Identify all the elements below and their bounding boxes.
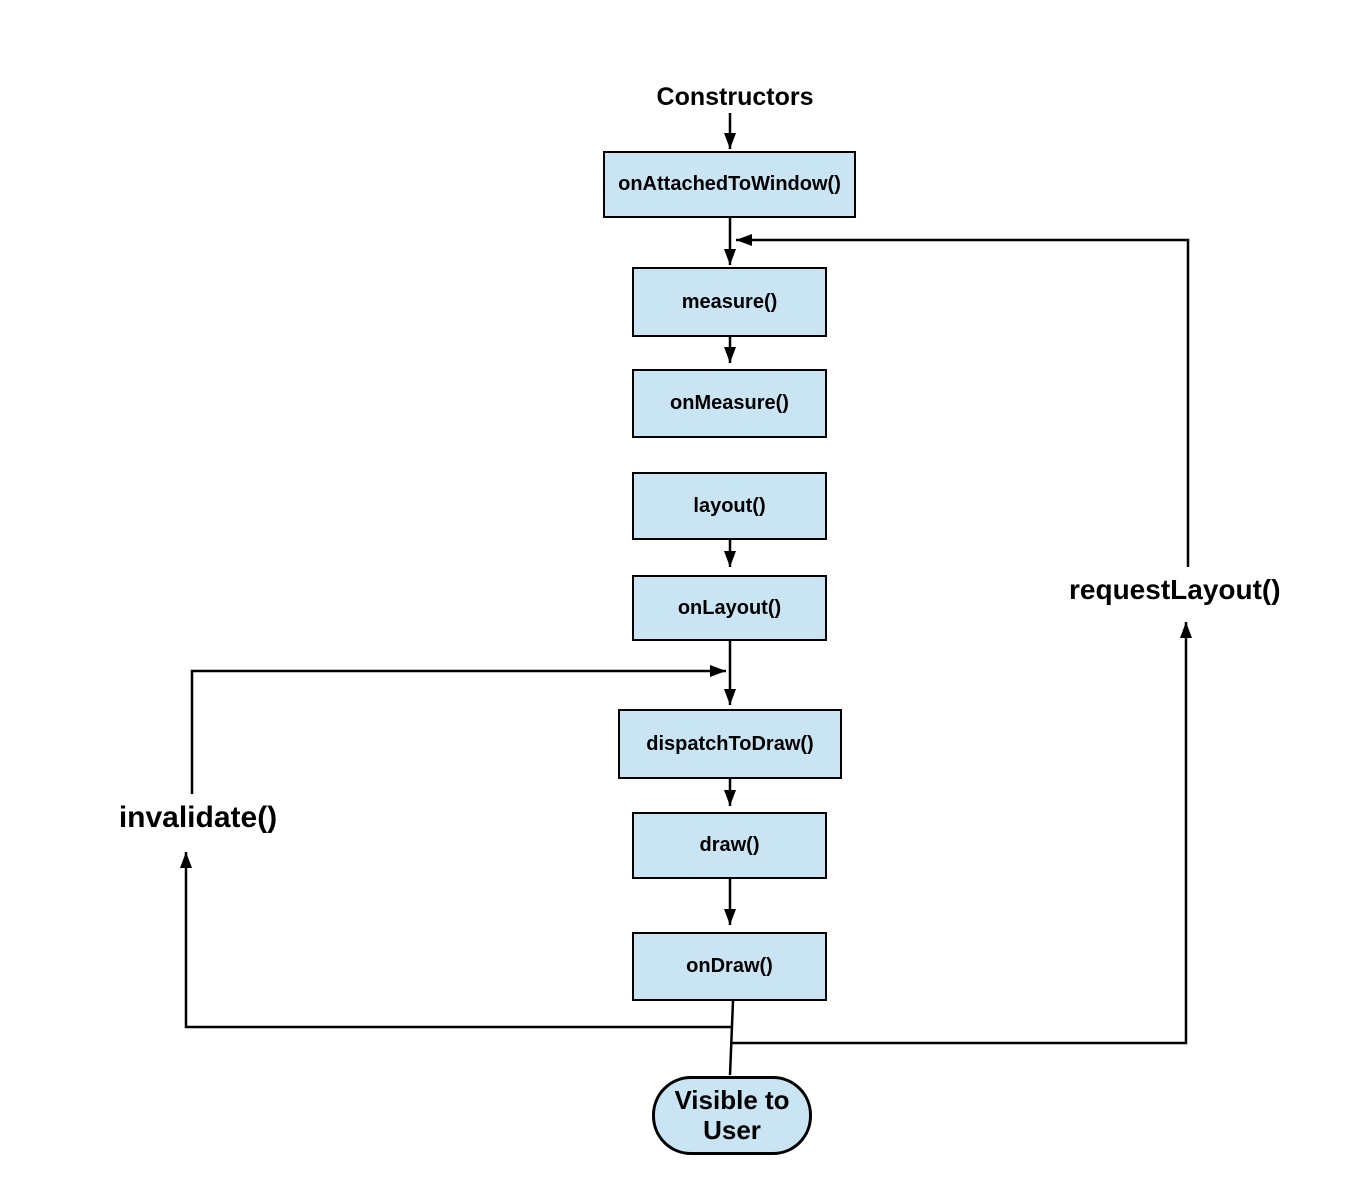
terminal-visible-to-user-label: Visible to User — [674, 1084, 790, 1145]
terminal-visible-to-user: Visible to User — [652, 1076, 812, 1155]
label-constructors: Constructors — [656, 83, 814, 111]
node-ondraw: onDraw() — [632, 932, 827, 1001]
label-requestlayout: requestLayout() — [1069, 574, 1281, 605]
label-invalidate: invalidate() — [118, 801, 278, 834]
connector-ondraw-to-invalidate — [180, 852, 732, 1029]
connector-ondraw-to-requestlayout — [732, 622, 1192, 1045]
node-onattachedtowindow: onAttachedToWindow() — [603, 151, 856, 218]
connector-ondraw-to-visible-to-user — [728, 1000, 735, 1076]
node-measure: measure() — [632, 267, 827, 337]
connector-requestlayout-return — [736, 234, 1190, 567]
node-onlayout: onLayout() — [632, 575, 827, 641]
node-dispatchtodraw: dispatchToDraw() — [618, 709, 842, 779]
node-draw: draw() — [632, 812, 827, 879]
node-onmeasure: onMeasure() — [632, 369, 827, 438]
connector-invalidate-return — [190, 665, 726, 794]
node-layout: layout() — [632, 472, 827, 540]
